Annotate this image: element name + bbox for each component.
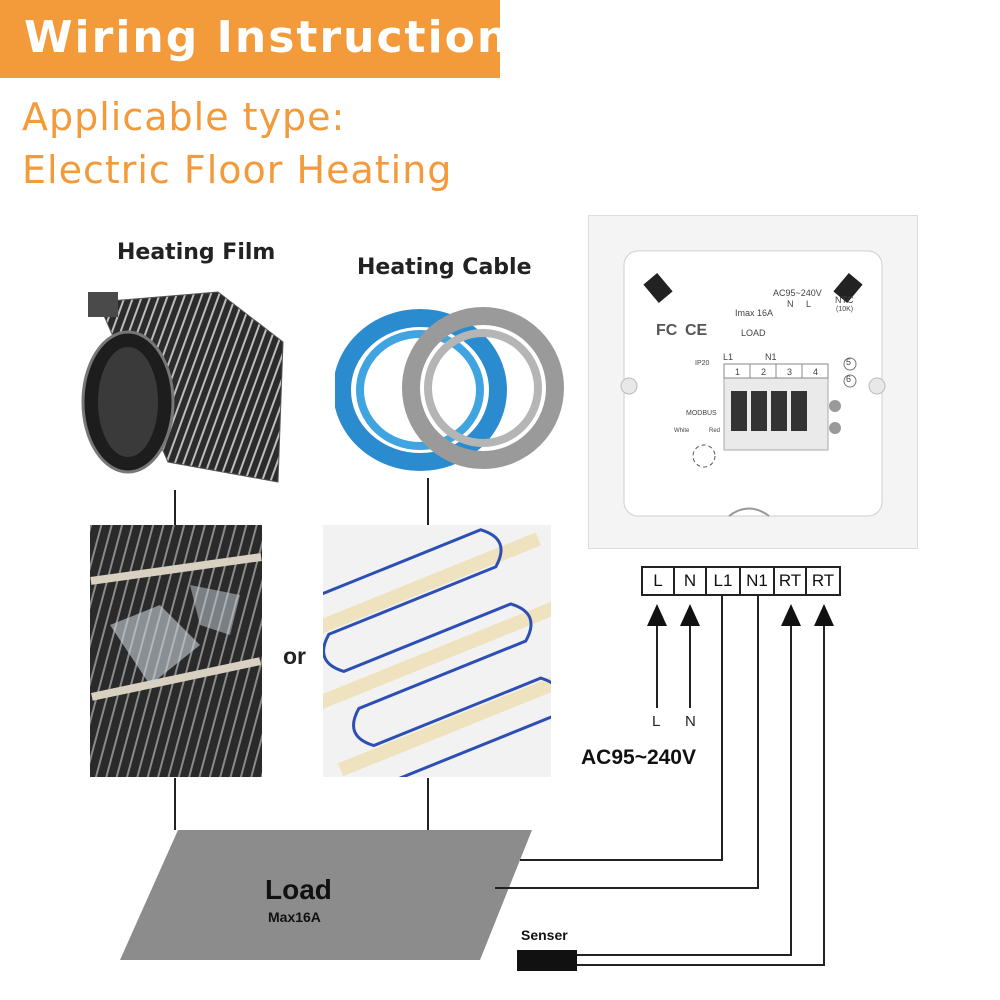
load-shape	[120, 830, 532, 960]
applicable-type-label: Applicable type:	[22, 95, 346, 139]
device-l-text: L	[806, 299, 812, 309]
cable-install-image	[323, 525, 551, 777]
fc-logo: FC	[656, 322, 678, 339]
terminal-n1: N1	[739, 566, 775, 596]
arrow-l-icon	[647, 604, 667, 626]
device-red-text: Red	[709, 428, 721, 434]
device-n1-text: N1	[765, 352, 777, 362]
ce-logo: CE	[685, 322, 708, 339]
heating-film-image	[78, 282, 290, 492]
supply-voltage-label: AC95~240V	[581, 746, 696, 769]
device-terminal-1: 1	[735, 367, 741, 377]
heating-cable-image	[335, 290, 565, 485]
sensor-label: Senser	[521, 927, 568, 943]
terminal-l1: L1	[705, 566, 741, 596]
film-install-image	[90, 525, 262, 777]
device-terminal-4: 4	[813, 367, 819, 377]
device-voltage-text: AC95~240V	[773, 288, 822, 298]
sensor-probe	[517, 950, 577, 971]
arrow-n-icon	[680, 604, 700, 626]
header-banner	[0, 0, 500, 78]
page-title: Wiring Instruction	[24, 12, 511, 63]
device-ntc-text: NTC	[835, 295, 854, 305]
terminal-rt-1: RT	[773, 566, 807, 596]
arrow-rt1-icon	[781, 604, 801, 626]
device-terminal-3: 3	[787, 367, 793, 377]
load-max-label: Max16A	[268, 909, 321, 925]
device-ip-text: IP20	[695, 360, 710, 367]
device-imax-text: Imax 16A	[735, 308, 774, 318]
thermostat-back-image	[588, 215, 918, 549]
or-label: or	[283, 643, 306, 669]
device-terminal-6: 6	[846, 374, 852, 384]
heating-cable-label: Heating Cable	[357, 255, 532, 280]
device-terminal-2: 2	[761, 367, 767, 377]
heating-film-label: Heating Film	[117, 240, 276, 265]
terminal-rt-2: RT	[805, 566, 841, 596]
power-n-label: N	[685, 713, 696, 730]
device-white-text: White	[674, 428, 690, 434]
terminal-n: N	[673, 566, 707, 596]
device-ntc-value-text: (10K)	[836, 306, 854, 313]
device-modbus-text: MODBUS	[686, 410, 717, 417]
power-l-label: L	[652, 713, 661, 730]
device-n-text: N	[787, 299, 794, 309]
load-label: Load	[265, 874, 332, 905]
device-l1-text: L1	[723, 352, 734, 362]
terminal-l: L	[641, 566, 675, 596]
device-load-text: LOAD	[741, 328, 766, 338]
arrow-rt2-icon	[814, 604, 834, 626]
floor-heating-label: Electric Floor Heating	[22, 148, 453, 192]
device-terminal-5: 5	[846, 357, 852, 367]
